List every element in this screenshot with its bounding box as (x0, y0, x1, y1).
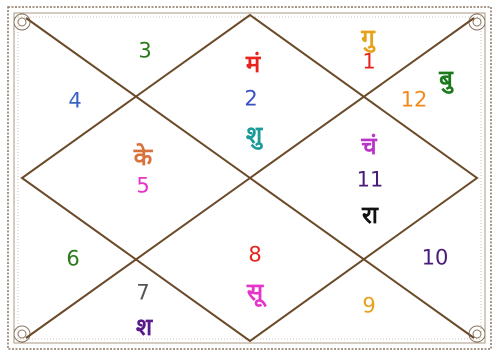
planet-saturn: श (136, 315, 152, 339)
house-number-5: 5 (136, 176, 149, 197)
planet-ketu: के (134, 145, 152, 169)
corner-ornament-bottom-left (14, 326, 30, 342)
planet-rahu: रा (362, 203, 378, 227)
house-number-7: 7 (136, 283, 149, 304)
corner-ornament-bottom-right (469, 326, 485, 342)
corner-ornament-top-right (469, 14, 485, 30)
house-number-3: 3 (138, 41, 151, 62)
planet-mars: मं (246, 52, 260, 76)
planet-mercury: बु (439, 67, 453, 91)
planet-moon: चं (361, 134, 376, 158)
planet-jupiter: गु (361, 26, 375, 50)
house-number-11: 11 (357, 170, 384, 191)
house-number-9: 9 (362, 296, 375, 317)
house-number-10: 10 (422, 248, 449, 269)
house-number-1: 1 (362, 52, 375, 73)
corner-ornament-top-left (14, 14, 30, 30)
house-number-12: 12 (401, 90, 428, 111)
house-number-8: 8 (248, 245, 261, 266)
planet-sun: सू (247, 280, 263, 304)
house-number-4: 4 (68, 91, 81, 112)
house-number-6: 6 (66, 249, 79, 270)
planet-venus: शु (246, 123, 262, 147)
house-number-2: 2 (244, 89, 257, 110)
